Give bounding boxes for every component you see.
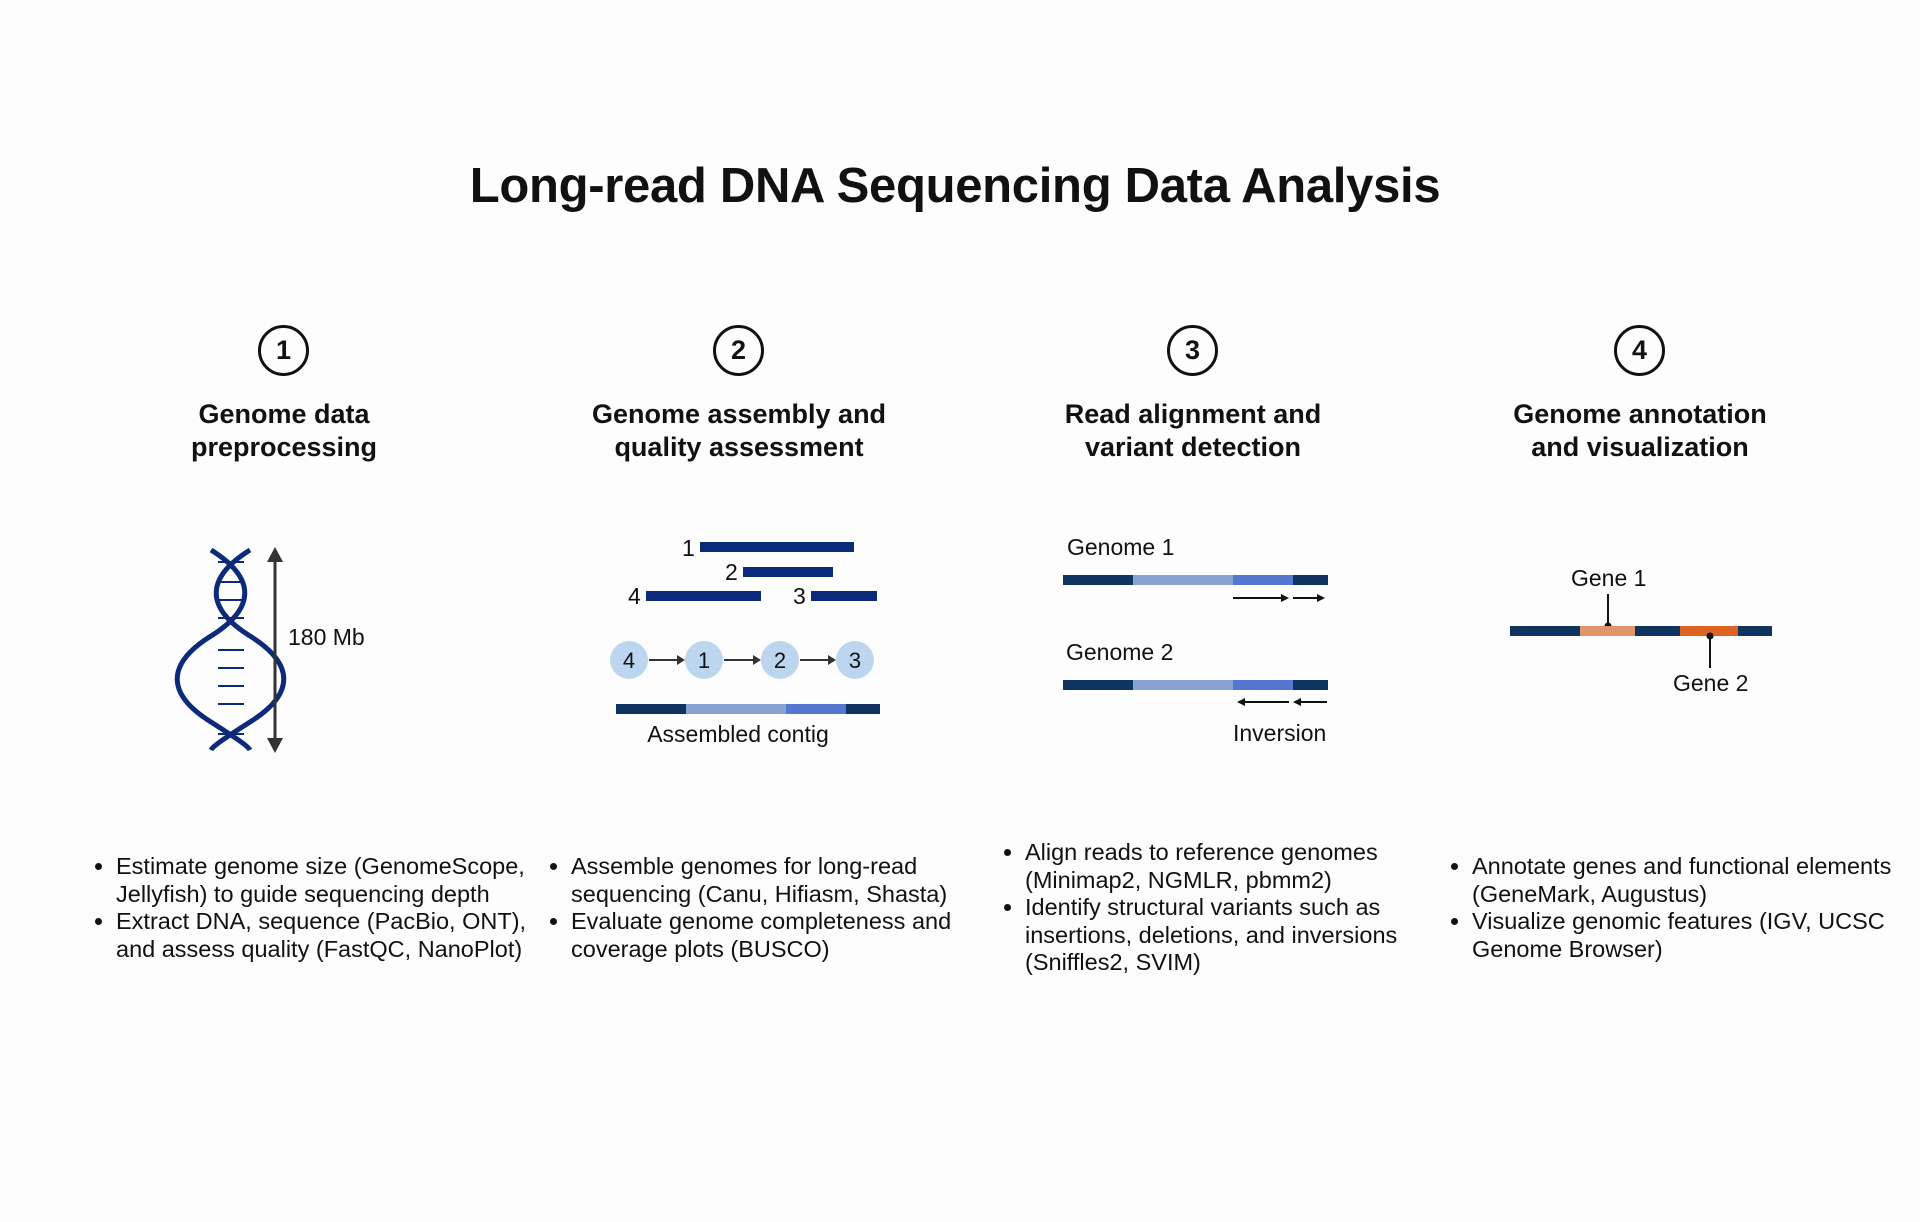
read-2-label: 2 bbox=[725, 559, 738, 585]
graph-node-1 bbox=[685, 641, 723, 679]
genome-2-label: Genome 2 bbox=[1066, 639, 1173, 665]
step-3-bullet-2: Identify structural variants such as ins… bbox=[1025, 894, 1445, 977]
gene-1-segment bbox=[1580, 626, 1635, 636]
step-3-title: Read alignment and variant detection bbox=[967, 398, 1419, 464]
read-3-bar bbox=[811, 591, 877, 601]
read-2-bar bbox=[743, 567, 833, 577]
graph-node-2-label: 2 bbox=[774, 648, 786, 673]
genome-annotation-illustration: Gene 1 Gene 2 bbox=[1510, 565, 1772, 696]
read-1-label: 1 bbox=[682, 535, 695, 561]
gene-2-segment bbox=[1680, 626, 1738, 636]
reverse-arrows-icon bbox=[1237, 698, 1327, 706]
read-1-bar bbox=[700, 542, 854, 552]
read-3-label: 3 bbox=[793, 583, 806, 609]
step-2-bullet-2: Evaluate genome completeness and coverag… bbox=[571, 908, 991, 963]
step-1-title-line-2: preprocessing bbox=[190, 432, 378, 462]
graph-node-4 bbox=[610, 641, 648, 679]
genome-assembly-illustration: 1 2 4 3 4 1 2 3 Assembled contig bbox=[610, 535, 880, 747]
step-2-bullet-1: Assemble genomes for long-read sequencin… bbox=[571, 853, 991, 908]
step-4-bullet-1: Annotate genes and functional elements (… bbox=[1472, 853, 1892, 908]
step-1-bullet-2: Extract DNA, sequence (PacBio, ONT), and… bbox=[116, 908, 536, 963]
genome-1-bar bbox=[1063, 575, 1328, 585]
graph-node-3 bbox=[836, 641, 874, 679]
genome-size-label: 180 Mb bbox=[288, 624, 365, 650]
step-2-panel: 2 Genome assembly and quality assessment… bbox=[513, 0, 973, 1222]
step-1-number-badge: 1 bbox=[258, 325, 309, 376]
step-1-bullet-list: Estimate genome size (GenomeScope, Jelly… bbox=[86, 853, 536, 963]
step-2-title-line-2: quality assessment bbox=[614, 432, 864, 462]
size-double-arrow-icon bbox=[267, 547, 283, 753]
gene-1-label: Gene 1 bbox=[1571, 565, 1646, 591]
variant-detection-illustration: Genome 1 Genome 2 Inversion bbox=[1063, 534, 1328, 746]
genome-1-label: Genome 1 bbox=[1067, 534, 1174, 560]
gene-2-label: Gene 2 bbox=[1673, 670, 1748, 696]
step-3-number-badge: 3 bbox=[1167, 325, 1218, 376]
step-4-panel: 4 Genome annotation and visualization Ge… bbox=[1414, 0, 1891, 1222]
step-3-title-line-2: variant detection bbox=[1084, 432, 1302, 462]
step-4-title-line-1: Genome annotation bbox=[1513, 399, 1767, 429]
forward-arrows-icon bbox=[1233, 594, 1325, 602]
step-3-bullet-1: Align reads to reference genomes (Minima… bbox=[1025, 839, 1445, 894]
step-4-bullet-list: Annotate genes and functional elements (… bbox=[1442, 853, 1892, 963]
step-4-title-line-2: and visualization bbox=[1531, 432, 1749, 462]
step-3-panel: 3 Read alignment and variant detection G… bbox=[967, 0, 1427, 1222]
step-4-number-badge: 4 bbox=[1614, 325, 1665, 376]
step-3-bullet-list: Align reads to reference genomes (Minima… bbox=[995, 839, 1445, 977]
assembled-contig-bar bbox=[616, 704, 880, 714]
step-4-title: Genome annotation and visualization bbox=[1414, 398, 1866, 464]
graph-node-4-label: 4 bbox=[623, 648, 635, 673]
graph-node-3-label: 3 bbox=[849, 648, 861, 673]
inversion-label: Inversion bbox=[1233, 720, 1326, 746]
step-2-bullet-list: Assemble genomes for long-read sequencin… bbox=[541, 853, 991, 963]
graph-node-2 bbox=[761, 641, 799, 679]
step-2-title-line-1: Genome assembly and bbox=[591, 399, 887, 429]
overlap-graph: 4 1 2 3 bbox=[610, 641, 874, 679]
dna-double-helix-icon bbox=[174, 547, 287, 752]
read-4-label: 4 bbox=[628, 583, 641, 609]
step-2-title: Genome assembly and quality assessment bbox=[513, 398, 965, 464]
step-1-title: Genome data preprocessing bbox=[58, 398, 510, 464]
step-4-bullet-2: Visualize genomic features (IGV, UCSC Ge… bbox=[1472, 908, 1892, 963]
genome-size-illustration: 180 Mb bbox=[174, 547, 365, 753]
step-1-bullet-1: Estimate genome size (GenomeScope, Jelly… bbox=[116, 853, 536, 908]
sequencing-reads bbox=[646, 542, 877, 601]
graph-node-1-label: 1 bbox=[698, 648, 710, 673]
assembled-contig-label: Assembled contig bbox=[647, 721, 829, 747]
step-2-number-badge: 2 bbox=[713, 325, 764, 376]
read-4-bar bbox=[646, 591, 761, 601]
step-1-panel: 1 Genome data preprocessing 180 Mb Estim… bbox=[58, 0, 526, 1222]
step-1-title-line-1: Genome data bbox=[198, 399, 370, 429]
page-title: Long-read DNA Sequencing Data Analysis bbox=[469, 159, 1441, 213]
annotated-genome-bar bbox=[1510, 626, 1772, 636]
step-3-title-line-1: Read alignment and bbox=[1064, 399, 1322, 429]
genome-2-bar bbox=[1063, 680, 1328, 690]
